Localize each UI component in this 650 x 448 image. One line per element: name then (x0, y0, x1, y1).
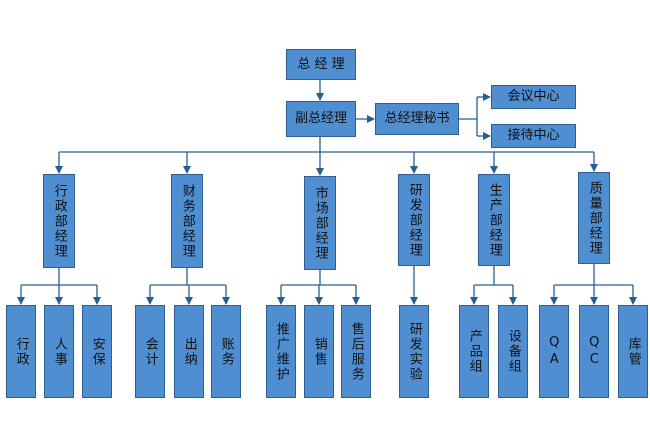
sub-unit-box-5-2-label: 库管 (625, 336, 641, 367)
sub-unit-box-1-1-label: 出纳 (181, 336, 197, 367)
sub-unit-box-5-2: 库管 (618, 305, 648, 398)
sub-unit-box-0-1: 人事 (44, 305, 74, 398)
department-box-2-label: 市场部经理 (312, 185, 328, 261)
secretary-box-label: 总经理秘书 (384, 111, 450, 127)
department-box-1-label: 财务部经理 (179, 183, 195, 259)
department-box-3: 研发部经理 (398, 174, 430, 266)
general-manager-box: 总 经 理 (286, 49, 356, 80)
sub-unit-box-4-1: 设备组 (498, 305, 528, 398)
sub-unit-box-2-1: 销售 (304, 305, 334, 398)
deputy-manager-box: 副总经理 (286, 101, 356, 137)
department-box-5: 质量部经理 (578, 172, 610, 264)
secretary-box: 总经理秘书 (375, 103, 459, 135)
sub-unit-box-1-1: 出纳 (174, 305, 204, 398)
general-manager-box-label: 总 经 理 (297, 56, 345, 72)
department-box-4: 生产部经理 (478, 174, 510, 266)
sub-unit-box-2-0-label: 推广维护 (273, 321, 289, 382)
sub-unit-box-2-2-label: 售后服务 (348, 321, 364, 382)
department-box-3-label: 研发部经理 (406, 182, 422, 258)
sub-unit-box-1-0: 会计 (135, 305, 165, 398)
sub-unit-box-5-0-label: QA (546, 334, 562, 369)
sub-unit-box-5-0: QA (539, 305, 569, 398)
sub-unit-box-4-1-label: 设备组 (505, 329, 521, 374)
sub-unit-box-0-0: 行政 (6, 305, 36, 398)
department-box-4-label: 生产部经理 (486, 182, 502, 258)
department-box-0-label: 行政部经理 (51, 183, 67, 259)
sub-unit-box-0-1-label: 人事 (51, 336, 67, 367)
deputy-manager-box-label: 副总经理 (294, 111, 347, 127)
sub-unit-box-4-0-label: 产品组 (466, 329, 482, 374)
meeting-center-box-label: 会议中心 (507, 89, 560, 105)
sub-unit-box-2-2: 售后服务 (341, 305, 371, 398)
sub-unit-box-3-0-label: 研发实验 (406, 321, 422, 382)
reception-center-box-label: 接待中心 (507, 128, 560, 144)
sub-unit-box-1-2: 账务 (211, 305, 241, 398)
department-box-0: 行政部经理 (43, 174, 75, 268)
reception-center-box: 接待中心 (491, 124, 576, 148)
sub-unit-box-2-0: 推广维护 (266, 305, 296, 398)
department-box-5-label: 质量部经理 (586, 180, 602, 256)
sub-unit-box-0-0-label: 行政 (13, 336, 29, 367)
sub-unit-box-0-2-label: 安保 (89, 336, 105, 367)
sub-unit-box-3-0: 研发实验 (399, 305, 429, 398)
meeting-center-box: 会议中心 (491, 85, 576, 109)
department-box-2: 市场部经理 (304, 176, 336, 270)
sub-unit-box-5-1: QC (579, 305, 609, 398)
sub-unit-box-4-0: 产品组 (459, 305, 489, 398)
sub-unit-box-5-1-label: QC (586, 334, 602, 369)
sub-unit-box-1-0-label: 会计 (142, 336, 158, 367)
sub-unit-box-2-1-label: 销售 (311, 336, 327, 367)
department-box-1: 财务部经理 (171, 174, 203, 268)
sub-unit-box-1-2-label: 账务 (218, 336, 234, 367)
sub-unit-box-0-2: 安保 (82, 305, 112, 398)
